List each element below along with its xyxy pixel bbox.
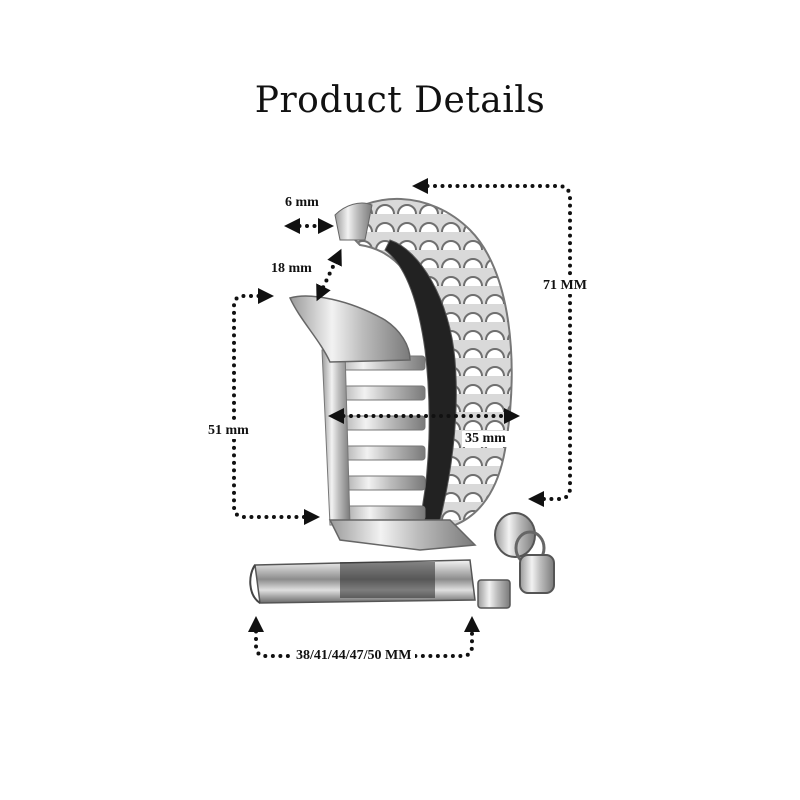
cage <box>288 197 513 551</box>
dim-opening <box>316 248 342 302</box>
label-opening: 18 mm <box>268 261 315 277</box>
lock <box>477 512 555 609</box>
label-length-back: 71 MM <box>540 278 590 294</box>
label-ring-sizes: 38/41/44/47/50 MM <box>293 648 415 664</box>
base-ring <box>249 559 476 604</box>
dim-length-front <box>232 288 320 525</box>
cage-tip <box>288 295 411 363</box>
label-length-front: 51 mm <box>205 423 252 439</box>
label-width: 35 mm <box>462 431 509 447</box>
dim-length-back <box>412 178 572 507</box>
page-title: Product Details <box>254 80 546 121</box>
label-tip-width: 6 mm <box>282 195 322 211</box>
